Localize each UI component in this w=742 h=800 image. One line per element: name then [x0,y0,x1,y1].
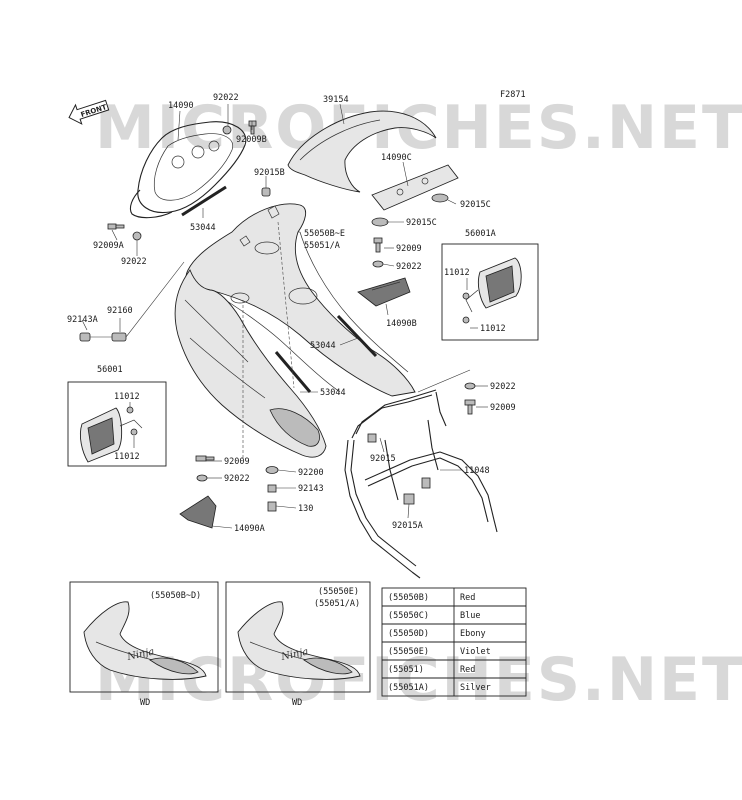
table-row-color: Red [460,665,475,675]
table-row-code: (55050C) [388,611,429,621]
color-table: (55050B) Red (55050C) Blue (55050D) Ebon… [381,587,527,697]
bolt-92009b [248,120,257,135]
inset-right-box [225,581,371,693]
label-92015a: 92015A [392,521,423,531]
label-14090b: 14090B [386,319,417,329]
cover-14090a [179,495,217,529]
bolt-92143 [267,484,277,493]
washer-92022c [372,260,384,268]
mirror-56001a-box [441,243,539,341]
inset-left-caption: WD [140,698,150,708]
label-53044-b: 53044 [310,341,336,351]
table-row-color: Ebony [460,629,486,639]
label-53044-a: 53044 [190,223,216,233]
mirror-56001a [462,257,522,324]
bracket-92160 [111,332,127,342]
inset-right-title-1: (55050E) [318,587,359,597]
diagram-code: F2871 [500,90,526,100]
label-14090: 14090 [168,101,194,111]
inset-left-box [69,581,219,693]
grommet-92015b [261,187,271,197]
inset-right-caption: WD [292,698,302,708]
label-11048: 11048 [464,466,490,476]
washer-92022e [196,474,208,482]
washer-92022b [132,231,142,241]
table-row-code: (55050B) [388,593,429,603]
label-92200: 92200 [298,468,324,478]
mirror-56001-box [67,381,167,467]
table-row-code: (55050D) [388,629,429,639]
label-55050b-e: 55050B~E [304,229,345,239]
meter-cover-14090 [129,121,247,219]
cover-14090b [357,277,411,307]
bolt-92009d [464,399,476,415]
table-row-color: Violet [460,647,491,657]
label-55051-a: 55051/A [304,241,340,251]
washer-92143a [79,332,91,342]
label-11012-c: 11012 [114,392,140,402]
label-92143: 92143 [298,484,324,494]
inset-right-title-2: (55051/A) [314,599,360,609]
label-53044-c: 53044 [320,388,346,398]
label-92009-d: 92009 [490,403,516,413]
washer-92022a [222,125,232,135]
table-row-code: (55051A) [388,683,429,693]
label-11012-a: 11012 [444,268,470,278]
label-92022-e: 92022 [224,474,250,484]
washer-92200 [265,466,279,474]
label-14090a: 14090A [234,524,265,534]
label-11012-b: 11012 [480,324,506,334]
label-39154: 39154 [323,95,349,105]
table-row-color: Silver [460,683,491,693]
table-row-code: (55051) [388,665,424,675]
leader-lines [81,103,488,529]
label-92143a: 92143A [67,315,98,325]
label-92009a: 92009A [93,241,124,251]
label-92022-a: 92022 [213,93,239,103]
label-92022-d: 92022 [490,382,516,392]
label-92015c-1: 92015C [406,218,437,228]
table-row-color: Red [460,593,475,603]
mirror-56001 [79,406,143,463]
washer-92022d [464,382,476,390]
bolt-92009c [373,237,383,253]
label-56001: 56001 [97,365,123,375]
grommet-92015c [371,193,449,227]
label-56001a: 56001A [465,229,496,239]
table-row-code: (55050E) [388,647,429,657]
table-row-color: Blue [460,611,480,621]
bolt-130 [267,501,277,512]
side-fairing [174,269,327,458]
bracket-frame-11048 [344,389,498,579]
bracket-14090c [371,164,459,211]
inset-left-cowl: Ninja [83,601,207,680]
label-92015: 92015 [370,454,396,464]
label-92015b: 92015B [254,168,285,178]
bolt-92009a [107,223,125,230]
inset-right-cowl: Ninja [237,601,361,680]
label-14090c: 14090C [381,153,412,163]
inset-left-title: (55050B~D) [150,591,201,601]
label-92009b: 92009B [236,135,267,145]
label-92160: 92160 [107,306,133,316]
watermark-bottom: MICROFICHES.NET [95,645,742,715]
label-92022-b: 92022 [121,257,147,267]
label-92009-e: 92009 [224,457,250,467]
label-92009-c: 92009 [396,244,422,254]
label-11012-d: 11012 [114,452,140,462]
label-92015c-2: 92015C [460,200,491,210]
label-92022-c: 92022 [396,262,422,272]
windshield-39154 [287,110,437,193]
bolt-92009e [195,455,215,462]
label-130: 130 [298,504,313,514]
